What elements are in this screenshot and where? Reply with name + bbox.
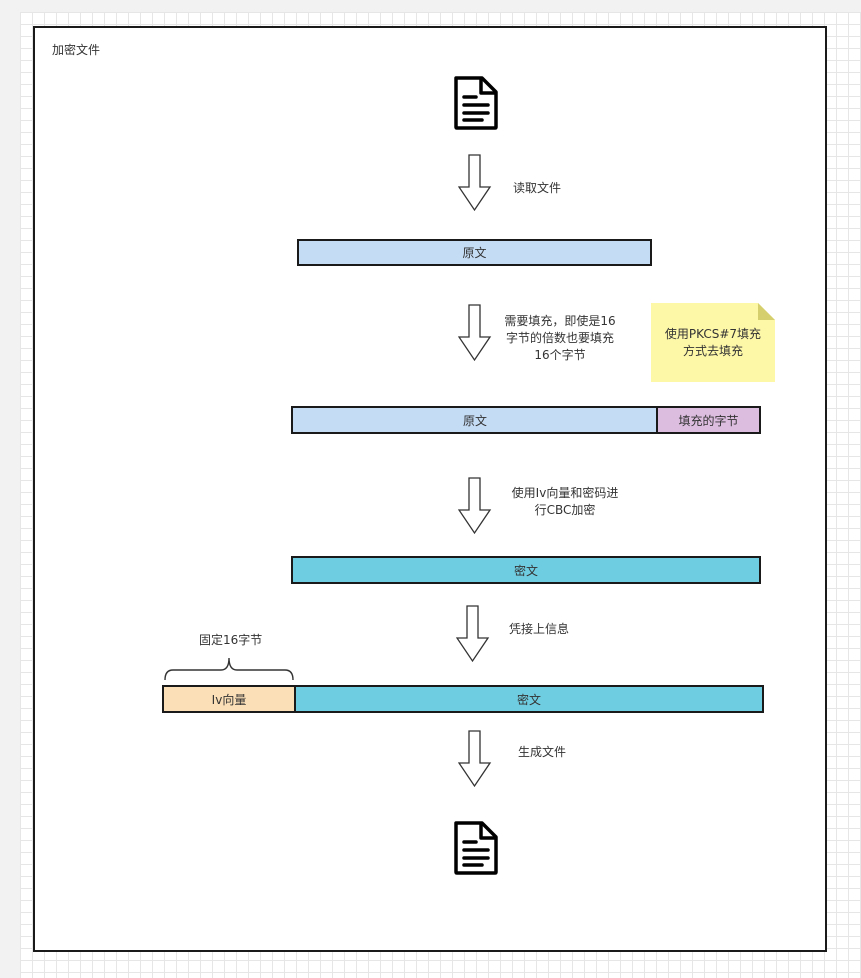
down-arrow-icon <box>458 477 492 535</box>
down-arrow-icon <box>456 605 490 663</box>
padded-plaintext-label: 原文 <box>462 413 487 428</box>
frame-title: 加密文件 <box>52 43 101 57</box>
padding-step-line: 需要填充，即使是16 <box>504 314 616 328</box>
generate-file-label: 生成文件 <box>518 745 567 759</box>
note-line: 方式去填充 <box>682 343 743 358</box>
down-arrow-icon <box>458 154 492 212</box>
concat-label: 凭接上信息 <box>509 622 570 636</box>
note-line: 使用PKCS#7填充 <box>664 326 762 341</box>
document-icon[interactable] <box>452 820 500 876</box>
down-arrow-icon <box>458 304 492 362</box>
encrypt-step-label: 使用Iv向量和密码进 行CBC加密 <box>505 485 625 519</box>
plaintext-label: 原文 <box>462 246 487 260</box>
padding-bytes-bar[interactable]: 填充的字节 <box>656 406 761 434</box>
plaintext-bar[interactable]: 原文 <box>297 239 652 266</box>
encrypt-step-line: 使用Iv向量和密码进 <box>511 486 619 500</box>
down-arrow-icon <box>458 730 492 788</box>
padding-step-line: 字节的倍数也要填充 <box>505 331 614 345</box>
ciphertext-bar[interactable]: 密文 <box>291 556 761 584</box>
final-ciphertext-label: 密文 <box>516 692 541 707</box>
encrypt-step-line: 行CBC加密 <box>534 503 596 517</box>
read-file-label: 读取文件 <box>513 181 562 195</box>
document-icon[interactable] <box>452 75 500 131</box>
pkcs7-note[interactable]: 使用PKCS#7填充 方式去填充 <box>651 303 775 382</box>
padding-step-line: 16个字节 <box>534 348 586 362</box>
padding-step-label: 需要填充，即使是16 字节的倍数也要填充 16个字节 <box>500 313 620 364</box>
diagram-frame[interactable] <box>33 26 827 952</box>
fixed-16-bytes-label: 固定16字节 <box>199 633 263 647</box>
ciphertext-label: 密文 <box>513 563 538 578</box>
curly-brace-icon <box>164 657 294 681</box>
iv-label: Iv向量 <box>211 692 247 707</box>
iv-bar[interactable]: Iv向量 <box>162 685 296 713</box>
padding-bytes-label: 填充的字节 <box>678 413 739 428</box>
final-ciphertext-bar[interactable]: 密文 <box>294 685 764 713</box>
padded-plaintext-bar[interactable]: 原文 <box>291 406 659 434</box>
